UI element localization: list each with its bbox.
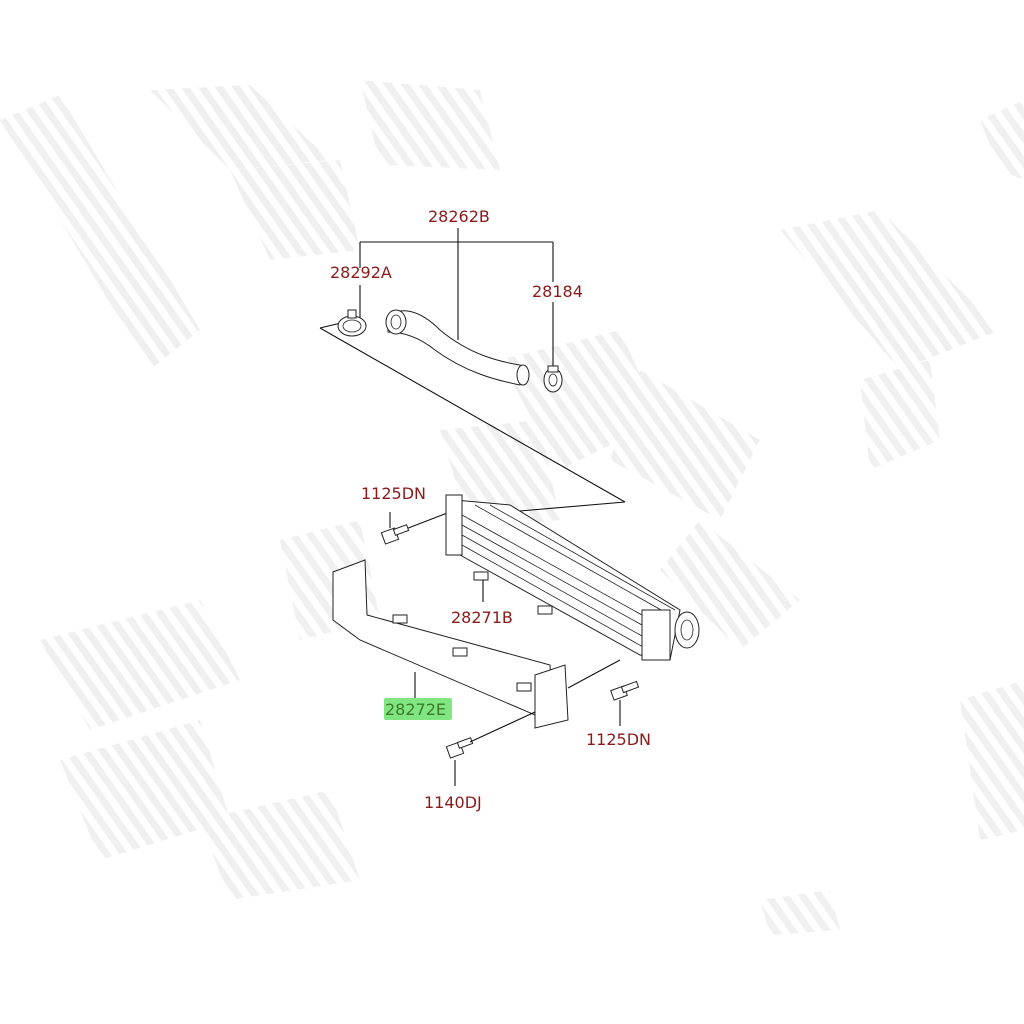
label-bolt-upper-left[interactable]: 1125DN	[361, 484, 426, 503]
watermark	[0, 80, 1024, 935]
clamp-right-part[interactable]	[543, 365, 563, 393]
label-air-guard[interactable]: 28272E	[385, 700, 446, 719]
intercooler-hose-part[interactable]	[385, 309, 530, 386]
bolt-upper-left-part[interactable]	[380, 509, 456, 545]
label-intercooler[interactable]: 28271B	[451, 608, 513, 627]
bolt-bottom-part[interactable]	[445, 711, 536, 786]
hose-leader-lines	[319, 228, 626, 513]
selected-label-highlight	[384, 698, 452, 720]
label-clamp-right[interactable]: 28184	[532, 282, 583, 301]
clamp-left-part[interactable]	[337, 309, 367, 337]
air-guard-part[interactable]	[332, 559, 621, 729]
label-hose-assembly[interactable]: 28262B	[428, 207, 490, 226]
label-bolt-lower-right[interactable]: 1125DN	[586, 730, 651, 749]
intercooler-part[interactable]	[445, 494, 700, 661]
label-bolt-bottom[interactable]: 1140DJ	[424, 793, 482, 812]
bolt-lower-right-part[interactable]	[610, 680, 640, 726]
label-clamp-left[interactable]: 28292A	[330, 263, 392, 282]
